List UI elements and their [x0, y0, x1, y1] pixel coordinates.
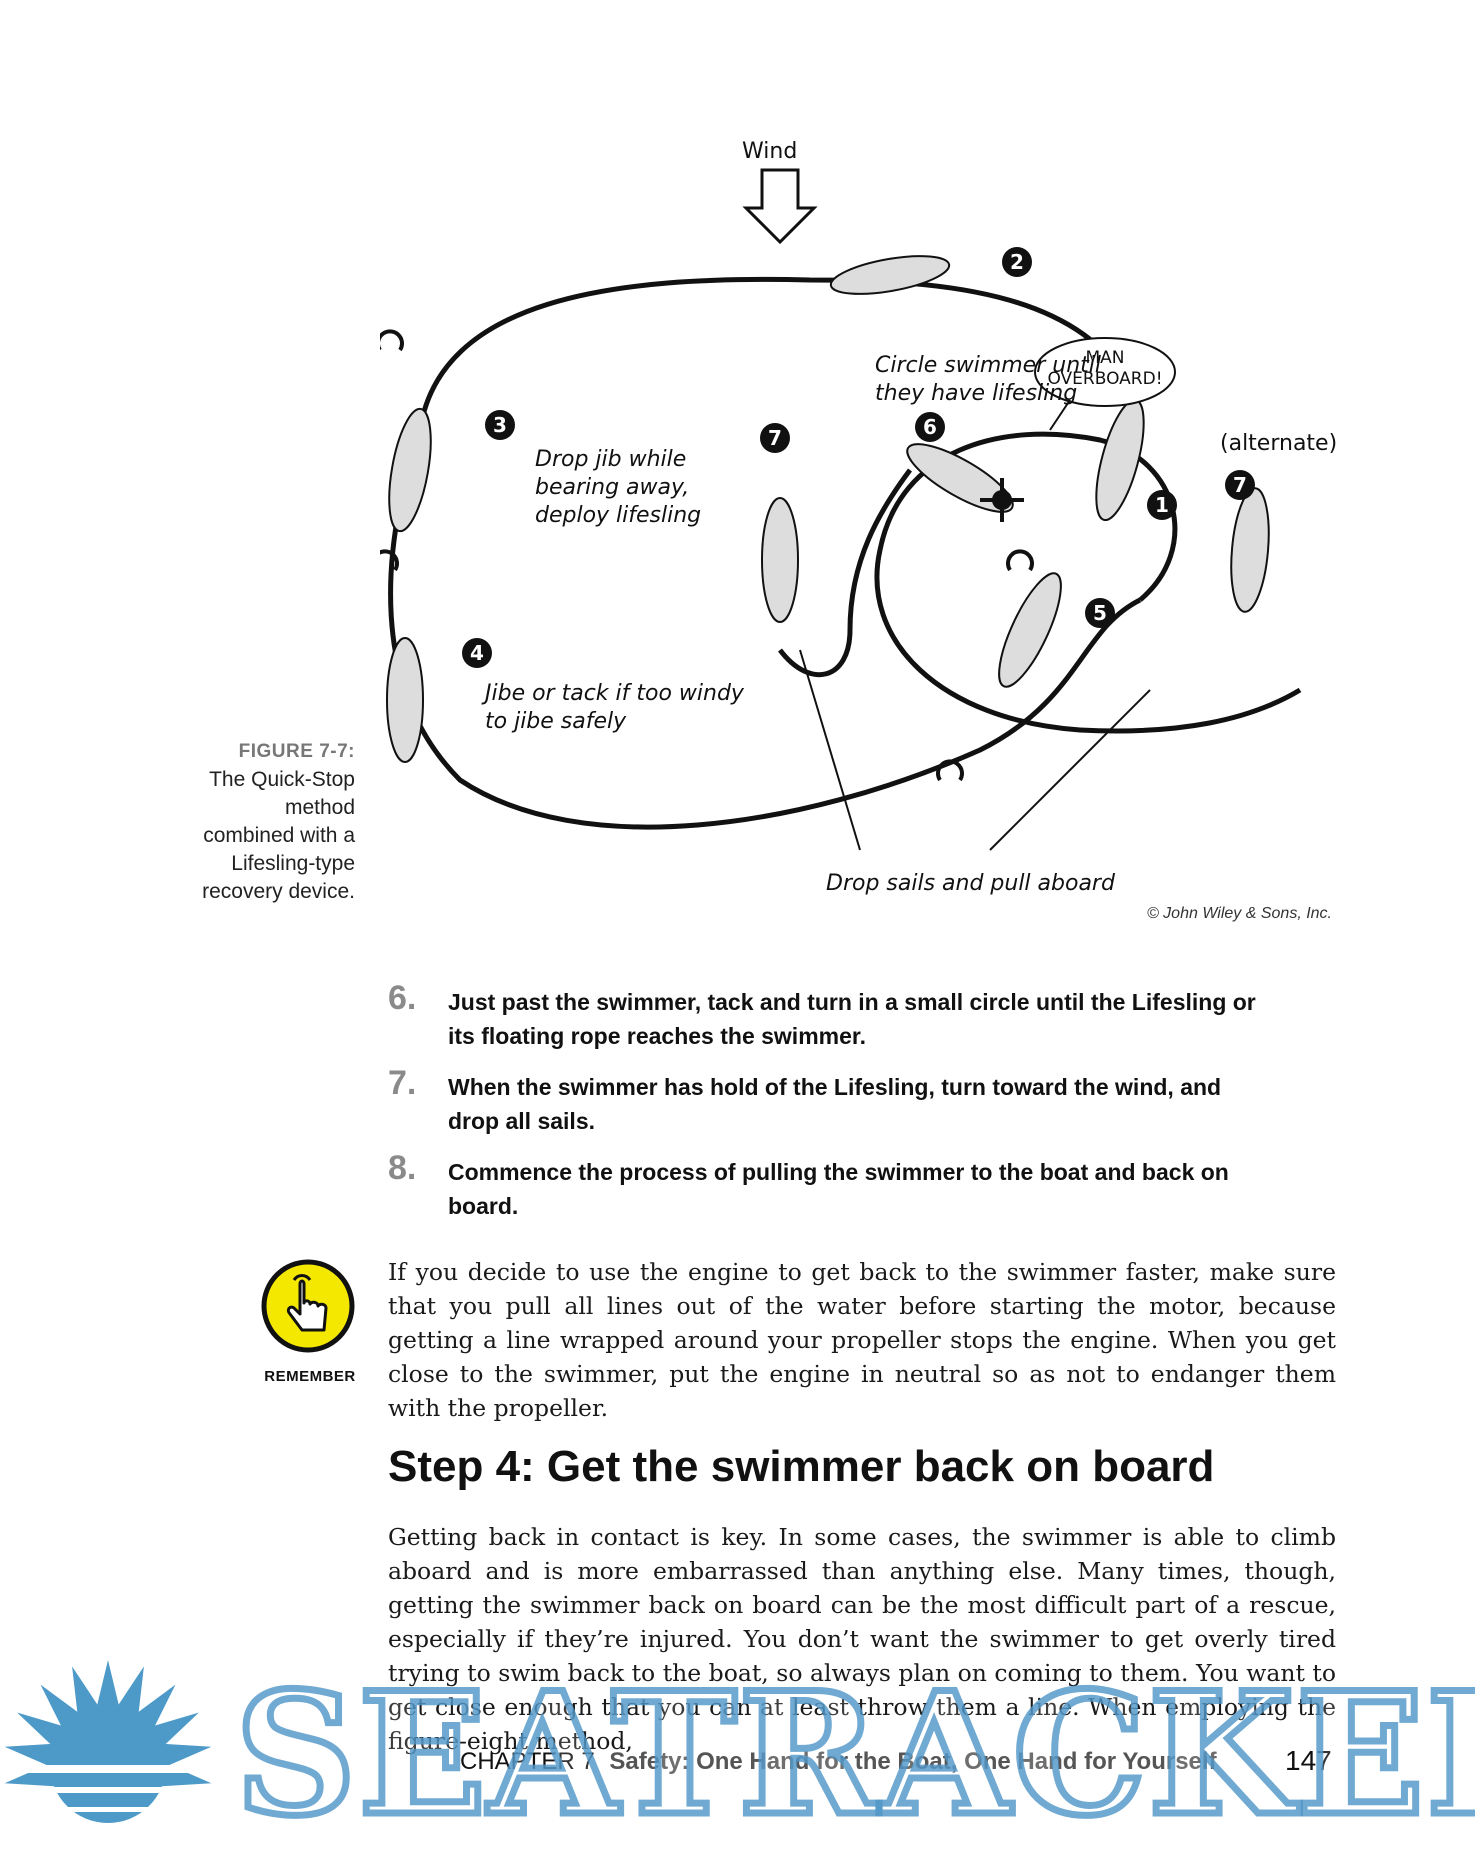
- bubble-text: MAN OVERBOARD!: [1045, 348, 1165, 390]
- drop-jib-line-1: Drop jib while: [535, 447, 687, 472]
- step-text: Commence the process of pulling the swim…: [448, 1159, 1229, 1219]
- step-number: 6.: [388, 979, 417, 1017]
- drop-sails-label: Drop sails and pull aboard: [826, 871, 1115, 896]
- alternate-label: (alternate): [1220, 431, 1338, 456]
- boat-icon: [829, 255, 951, 295]
- circle-line-2: they have lifesling: [875, 381, 1078, 406]
- badge-7-alternate: 7: [1225, 470, 1255, 500]
- jibe-line-2: to jibe safely: [485, 709, 627, 734]
- caption-line: method: [284, 796, 355, 819]
- circle-swimmer-label: Circle swimmer until they have lifesling: [875, 352, 1101, 408]
- wind-label: Wind: [742, 139, 798, 164]
- caption-line: recovery device.: [202, 880, 355, 903]
- wind-arrow-icon: [742, 168, 818, 245]
- course-diagram: [380, 168, 1302, 851]
- course-path-lower: [388, 429, 1142, 830]
- badge-1: 1: [1147, 490, 1177, 520]
- jibe-label: Jibe or tack if too windy to jibe safely: [485, 680, 744, 736]
- figure-caption: FIGURE 7-7: The Quick-Stop method combin…: [150, 738, 355, 906]
- drop-jib-line-2: bearing away,: [535, 475, 690, 500]
- bubble-line-1: MAN: [1085, 348, 1125, 368]
- section-paragraph: Getting back in contact is key. In some …: [388, 1523, 1336, 1755]
- approach-path: [778, 468, 913, 678]
- page-number: 147: [1285, 1745, 1332, 1776]
- caption-title: FIGURE 7-7:: [238, 741, 355, 762]
- badge-4: 4: [462, 638, 492, 668]
- quick-stop-figure: Wind MAN OVERBOARD! (alternate) Circle s…: [380, 130, 1340, 940]
- step-text: Just past the swimmer, tack and turn in …: [448, 989, 1256, 1049]
- badge-6: 6: [915, 412, 945, 442]
- badge-2: 2: [1002, 247, 1032, 277]
- boat-icon: [998, 572, 1062, 688]
- pointer-line: [799, 649, 861, 851]
- step-number: 7.: [388, 1064, 417, 1102]
- footer-chapter: CHAPTER 7: [460, 1748, 595, 1775]
- watermark-text: SEATRACKER.RU: [232, 1655, 1475, 1853]
- caption-line: The Quick-Stop: [209, 768, 355, 791]
- remember-paragraph: If you decide to use the engine to get b…: [388, 1258, 1336, 1422]
- drop-jib-line-3: deploy lifesling: [535, 503, 702, 528]
- swimmer-loop: [874, 431, 1302, 734]
- remember-label: REMEMBER: [264, 1368, 356, 1385]
- badge-5: 5: [1085, 598, 1115, 628]
- badge-7: 7: [760, 423, 790, 453]
- boat-icon: [761, 497, 799, 623]
- boat-icon: [388, 407, 432, 533]
- footer-chapter-title: Safety: One Hand for the Boat, One Hand …: [609, 1748, 1217, 1775]
- figure-credit: © John Wiley & Sons, Inc.: [1146, 905, 1332, 922]
- bubble-line-2: OVERBOARD!: [1047, 369, 1163, 389]
- caption-line: combined with a: [203, 824, 355, 847]
- boat-icon: [1230, 487, 1270, 613]
- boat-icon: [386, 637, 424, 763]
- speech-bubble: [1034, 337, 1176, 407]
- page-footer: CHAPTER 7 Safety: One Hand for the Boat,…: [460, 1748, 1217, 1776]
- caption-line: Lifesling-type: [231, 852, 355, 875]
- section-heading: Step 4: Get the swimmer back on board: [388, 1442, 1215, 1491]
- course-path: [417, 276, 1143, 431]
- boat-icon: [906, 443, 1014, 513]
- lifesling-icon: [380, 329, 1034, 782]
- jibe-line-1: Jibe or tack if too windy: [485, 681, 744, 706]
- step-number: 8.: [388, 1149, 417, 1187]
- circle-line-1: Circle swimmer until: [875, 353, 1101, 378]
- badge-3: 3: [485, 410, 515, 440]
- drop-jib-label: Drop jib while bearing away, deploy life…: [535, 446, 701, 530]
- step-text: When the swimmer has hold of the Lifesli…: [448, 1074, 1222, 1134]
- pointer-line: [989, 689, 1151, 851]
- remember-finger-icon: [261, 1259, 355, 1353]
- swimmer-icon: [980, 478, 1024, 522]
